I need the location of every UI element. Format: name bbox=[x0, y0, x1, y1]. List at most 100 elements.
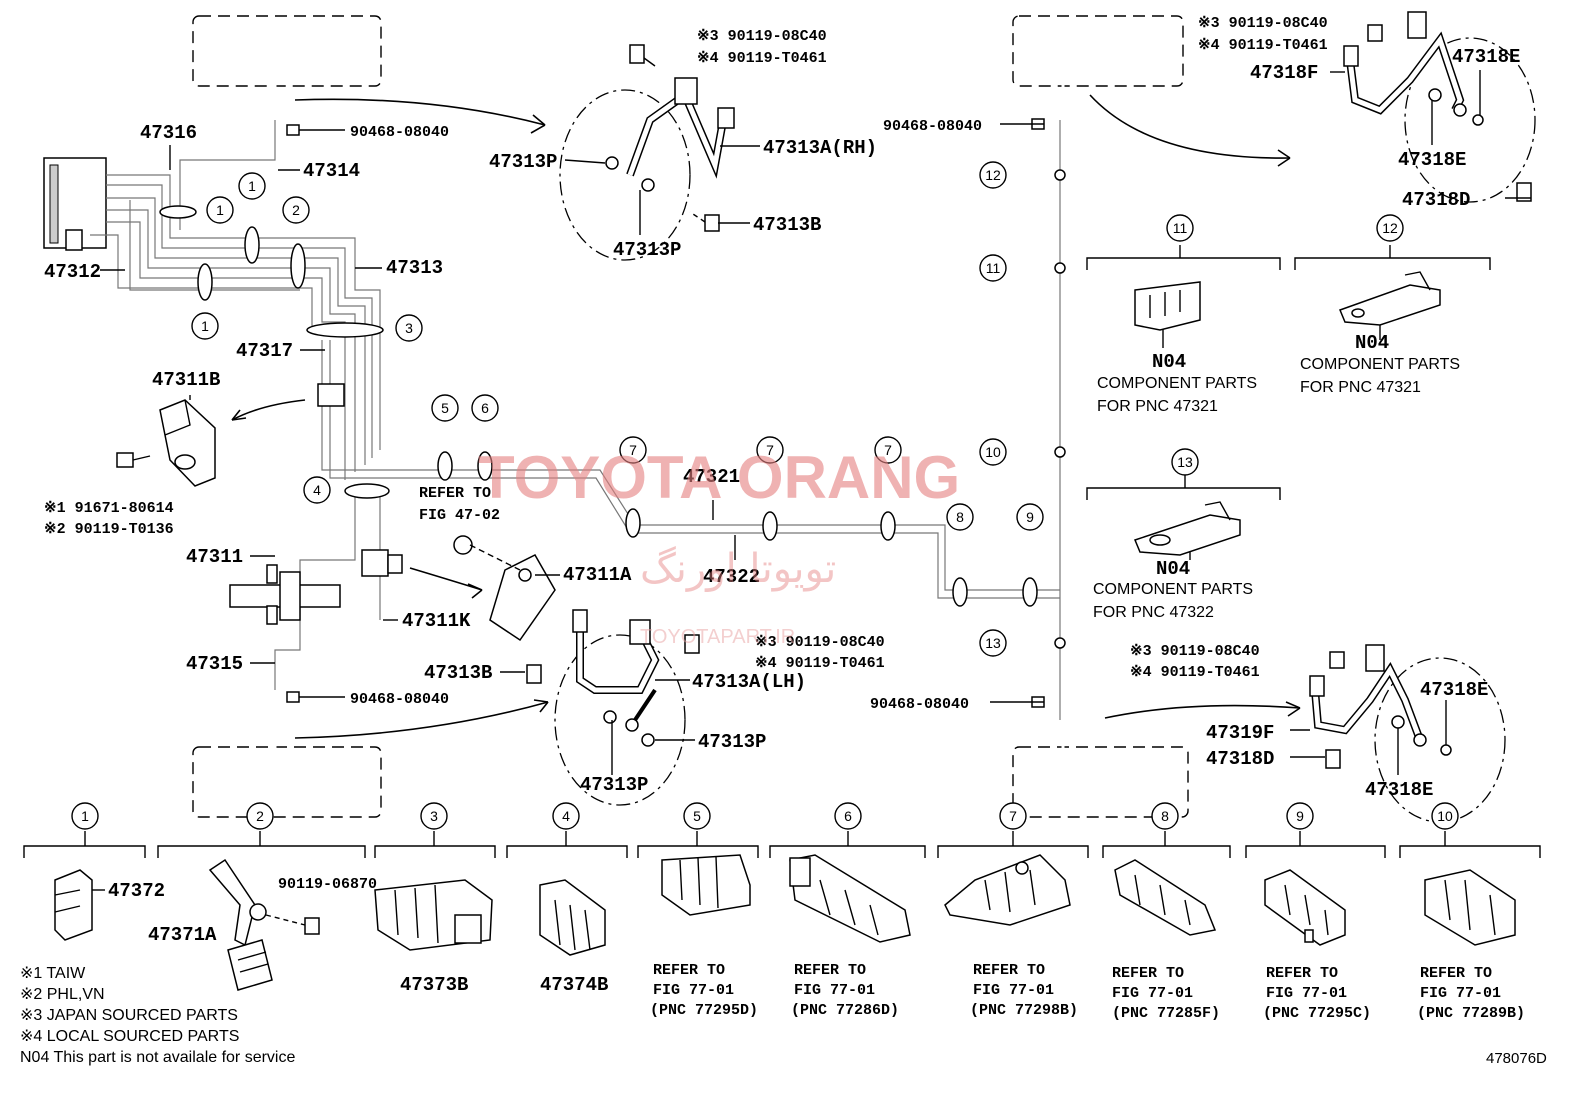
callout-number: 7 bbox=[884, 442, 892, 458]
callout-number: 8 bbox=[956, 509, 964, 525]
callout-circle bbox=[999, 802, 1027, 830]
callout-circle bbox=[683, 802, 711, 830]
svg-text:REFER TO: REFER TO bbox=[1266, 965, 1338, 982]
label-47313: 47313 bbox=[386, 257, 443, 279]
callout-number: 12 bbox=[985, 167, 1001, 183]
callout-number: 7 bbox=[766, 442, 774, 458]
pipe-47321 bbox=[321, 340, 1060, 591]
svg-text:FIG 77-01: FIG 77-01 bbox=[653, 982, 734, 999]
component-bracket-13 bbox=[1133, 501, 1241, 556]
callout-number: 11 bbox=[986, 260, 1001, 276]
part-sketch-clip-7 bbox=[944, 854, 1071, 926]
label-bolt: ※3 90119-08C40 bbox=[1130, 643, 1260, 660]
leader-lines bbox=[100, 70, 1531, 775]
clamp-1a bbox=[159, 205, 197, 219]
label-47313P: 47313P bbox=[613, 239, 681, 261]
callout-circle bbox=[191, 312, 219, 340]
clip-icon bbox=[286, 124, 300, 136]
component-parts-text: COMPONENT PARTS bbox=[1300, 356, 1460, 373]
callout-circle bbox=[420, 802, 448, 830]
callout-circle bbox=[1166, 214, 1194, 242]
callout-number: 9 bbox=[1026, 509, 1034, 525]
part-sketch-clip-9 bbox=[1264, 869, 1346, 946]
callout-circle bbox=[1286, 802, 1314, 830]
label-47313B: 47313B bbox=[753, 214, 821, 236]
n04-label: N04 bbox=[1152, 351, 1186, 373]
callout-circle bbox=[619, 436, 647, 464]
callout-circle bbox=[979, 254, 1007, 282]
clamp-4 bbox=[344, 483, 390, 499]
part-sketch-clip-8 bbox=[1114, 859, 1217, 936]
callout-circle bbox=[303, 476, 331, 504]
callout-number: 9 bbox=[1296, 808, 1304, 824]
label-bolt: ※4 90119-T0461 bbox=[1130, 664, 1260, 681]
label-47371A: 47371A bbox=[148, 924, 217, 946]
label-bolt: ※3 90119-08C40 bbox=[755, 634, 885, 651]
svg-text:(PNC 77289B): (PNC 77289B) bbox=[1417, 1005, 1525, 1022]
callout-circle bbox=[1431, 802, 1459, 830]
callout-circle bbox=[946, 503, 974, 531]
callout-number: 7 bbox=[1009, 808, 1017, 824]
callout-circle bbox=[471, 394, 499, 422]
bracket-47311B bbox=[116, 399, 216, 487]
bracket-47311A bbox=[453, 535, 556, 642]
label-47311A: 47311A bbox=[563, 564, 632, 586]
callout-number: 1 bbox=[201, 318, 209, 334]
callout-circle bbox=[979, 629, 1007, 657]
label-47313A-rh: 47313A(RH) bbox=[763, 137, 877, 159]
callout-circle bbox=[1376, 214, 1404, 242]
label-47313P: 47313P bbox=[580, 774, 648, 796]
label-47311B: 47311B bbox=[152, 369, 220, 391]
callout-number: 6 bbox=[844, 808, 852, 824]
label-47313A-lh: 47313A(LH) bbox=[692, 671, 806, 693]
joint-47317 bbox=[317, 383, 345, 407]
legend-5: N04 This part is not availale for servic… bbox=[20, 1049, 295, 1066]
svg-text:(PNC 77295D): (PNC 77295D) bbox=[650, 1002, 758, 1019]
ref-box-top-right bbox=[1012, 15, 1184, 87]
bottom-row-brackets bbox=[23, 831, 1541, 858]
svg-text:TOYOTA ORANG: TOYOTA ORANG bbox=[478, 444, 960, 511]
label-bolt: ※4 90119-T0461 bbox=[697, 50, 827, 67]
part-sketch-47372 bbox=[54, 869, 105, 941]
label-47321: 47321 bbox=[683, 466, 740, 488]
component-clip-11 bbox=[1134, 281, 1201, 331]
label-47314: 47314 bbox=[303, 160, 360, 182]
callout-circle bbox=[282, 196, 310, 224]
clamp-1c bbox=[197, 263, 213, 301]
svg-text:FIG 77-01: FIG 77-01 bbox=[1112, 985, 1193, 1002]
part-sketch-47374B bbox=[539, 879, 606, 956]
label-47318D: 47318D bbox=[1206, 748, 1274, 770]
clamp-12 bbox=[1054, 169, 1066, 181]
label-47318E: 47318E bbox=[1420, 679, 1488, 701]
n04-label: N04 bbox=[1156, 558, 1190, 580]
callout-circle bbox=[71, 802, 99, 830]
callout-circle bbox=[979, 161, 1007, 189]
svg-text:REFER TO: REFER TO bbox=[973, 962, 1045, 979]
clip-icon bbox=[286, 691, 300, 703]
callout-circle bbox=[395, 314, 423, 342]
svg-text:REFER TO: REFER TO bbox=[653, 962, 725, 979]
callout-circle bbox=[238, 172, 266, 200]
watermark: TOYOTA ORANG تویوتا اورنگ TOYOTAPART.IR bbox=[478, 444, 960, 648]
label-bolt: ※4 90119-T0461 bbox=[1198, 37, 1328, 54]
part-sketch-clip-5 bbox=[661, 854, 751, 916]
svg-text:(PNC 77295C): (PNC 77295C) bbox=[1263, 1005, 1371, 1022]
label-47312: 47312 bbox=[44, 261, 101, 283]
hose-assembly-47319F bbox=[1309, 644, 1452, 769]
callout-circle bbox=[431, 394, 459, 422]
label-47318E: 47318E bbox=[1365, 779, 1433, 801]
ref-box-bottom-left bbox=[192, 746, 382, 818]
label-bolt: ※3 90119-08C40 bbox=[1198, 15, 1328, 32]
clamp-5 bbox=[437, 451, 453, 481]
callout-number: 10 bbox=[985, 444, 1001, 460]
svg-text:تویوتا اورنگ: تویوتا اورنگ bbox=[640, 546, 836, 592]
callout-circle bbox=[1016, 503, 1044, 531]
hose-assembly-47313A-rh bbox=[605, 44, 735, 232]
pipe-47322 bbox=[329, 340, 1060, 599]
label-47313B: 47313B bbox=[424, 662, 492, 684]
clamp-2 bbox=[290, 243, 306, 289]
callout-circle bbox=[552, 802, 580, 830]
clamp-3 bbox=[306, 322, 384, 338]
hose-top-right bbox=[1062, 71, 1115, 110]
label-47374B: 47374B bbox=[540, 974, 608, 996]
